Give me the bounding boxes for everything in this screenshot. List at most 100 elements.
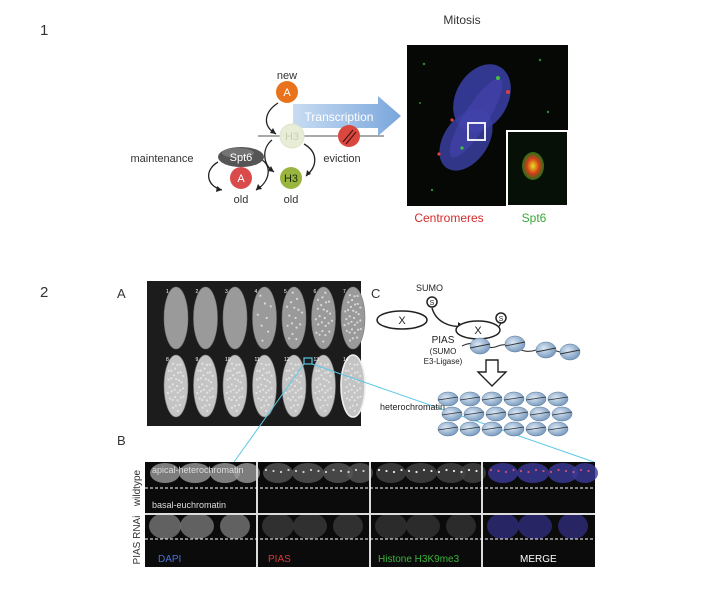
nucleosome-compact	[459, 421, 481, 437]
node-h3-faded-label: H3	[285, 131, 299, 143]
nucleus	[376, 463, 406, 483]
foci	[489, 468, 493, 472]
embryo-stage-14: 14	[340, 354, 366, 418]
panel2-number: 2	[40, 284, 48, 301]
pias-label: PIAS	[432, 335, 455, 346]
arrow-maintenance	[208, 161, 223, 191]
foci	[475, 469, 478, 473]
node-a-new	[276, 81, 298, 103]
embryo-stage-13: 13	[311, 354, 336, 418]
embryo-stage-label: 8	[166, 357, 169, 363]
nucleus	[210, 463, 240, 483]
nucleosome	[559, 343, 581, 361]
foci	[287, 468, 290, 472]
nucleus	[460, 463, 486, 483]
nucleus	[517, 463, 549, 483]
nucleosome-compact	[485, 406, 507, 422]
nucleus	[150, 463, 180, 483]
nucleus	[234, 463, 260, 483]
foci	[264, 468, 268, 472]
node-h3-old-label: H3	[284, 173, 298, 185]
spt6-complex-label: Spt6	[230, 152, 253, 164]
arrow-h3-old	[264, 139, 275, 173]
foci	[302, 470, 305, 474]
zoom-line-left	[233, 363, 305, 463]
heterochromatin-label: heterochromatin	[380, 402, 445, 412]
foci	[415, 470, 418, 474]
nucleosome-compact	[547, 391, 569, 407]
foci	[324, 470, 328, 474]
svg-text:S: S	[430, 300, 435, 307]
foci	[549, 470, 553, 474]
label-maintenance: maintenance	[131, 153, 194, 165]
embryo-stage-label: 10	[225, 357, 231, 363]
nucleosome	[535, 341, 557, 359]
foci	[332, 468, 335, 472]
embryo-stage-6: 6	[311, 286, 336, 350]
nucleus	[436, 463, 466, 483]
embryo-stage-5: 5	[281, 286, 307, 350]
node-h3-faded	[279, 123, 305, 149]
polymerase-circle	[338, 125, 360, 147]
nucleosome-compact	[529, 406, 551, 422]
sub-label-c: C	[371, 286, 380, 301]
sub-label-a: A	[117, 286, 126, 301]
foci	[294, 469, 298, 473]
foci	[317, 469, 320, 473]
nucleus	[180, 513, 214, 539]
channel-label-merge: MERGE	[520, 554, 557, 565]
embryo-stage-1: 1	[163, 286, 189, 350]
x-protein-left	[376, 310, 428, 330]
label-old-h3: old	[284, 194, 299, 206]
embryo-stage-label: 2	[196, 289, 199, 295]
channel-label-histone-h3k9me3: Histone H3K9me3	[378, 554, 460, 565]
nucleosome-compact	[525, 421, 547, 437]
foci	[377, 468, 381, 472]
nucleus	[488, 463, 518, 483]
stage13-zoom-box	[303, 357, 313, 365]
foci	[400, 468, 403, 472]
embryo-stage-label: 14	[343, 357, 349, 363]
nucleosome	[469, 337, 491, 355]
nucleosome-compact	[463, 406, 485, 422]
nucleosome-compact	[507, 406, 529, 422]
micrograph-grid	[145, 462, 598, 567]
foci	[339, 469, 343, 473]
embryo-stage-label: 11	[255, 357, 260, 363]
embryo-stage-11: 11	[252, 354, 277, 418]
foci	[512, 468, 515, 472]
embryo-stage-9: 9	[193, 354, 218, 418]
compaction-arrow	[476, 359, 508, 387]
nucleus	[263, 463, 293, 483]
foci	[362, 469, 365, 473]
sumo-label: SUMO	[416, 283, 443, 293]
embryo-stage-label: 1	[166, 289, 169, 295]
foci	[407, 469, 411, 473]
nucleosome-compact	[525, 391, 547, 407]
embryo-stage-label: 3	[225, 289, 228, 295]
nucleosome-compact	[459, 391, 481, 407]
embryo-stage-label: 6	[314, 289, 317, 295]
nucleus	[406, 513, 440, 539]
node-a-old-label: A	[237, 173, 245, 185]
embryo-stage-label: 12	[284, 357, 290, 363]
node-h3-old	[280, 167, 302, 189]
nucleosome-compact	[437, 421, 459, 437]
embryo-stage-7: 7	[340, 286, 366, 350]
pias-sublabel-2: E3-Ligase)	[424, 357, 463, 366]
svg-text:S: S	[499, 316, 504, 323]
foci	[437, 470, 441, 474]
foci	[534, 468, 538, 472]
embryo-stage-4: 4	[252, 286, 277, 350]
label-centromeres: Centromeres	[414, 211, 483, 225]
label-spt6: Spt6	[522, 211, 547, 225]
foci	[385, 469, 388, 473]
nucleus	[323, 463, 353, 483]
nucleus	[149, 513, 181, 539]
nucleus	[220, 513, 250, 539]
nucleus	[292, 463, 324, 483]
foci	[279, 470, 283, 474]
embryo-stage-2: 2	[193, 286, 218, 350]
row-label-wildtype: wildtype	[132, 470, 143, 508]
basal-label: basal-euchromatin	[152, 500, 226, 510]
